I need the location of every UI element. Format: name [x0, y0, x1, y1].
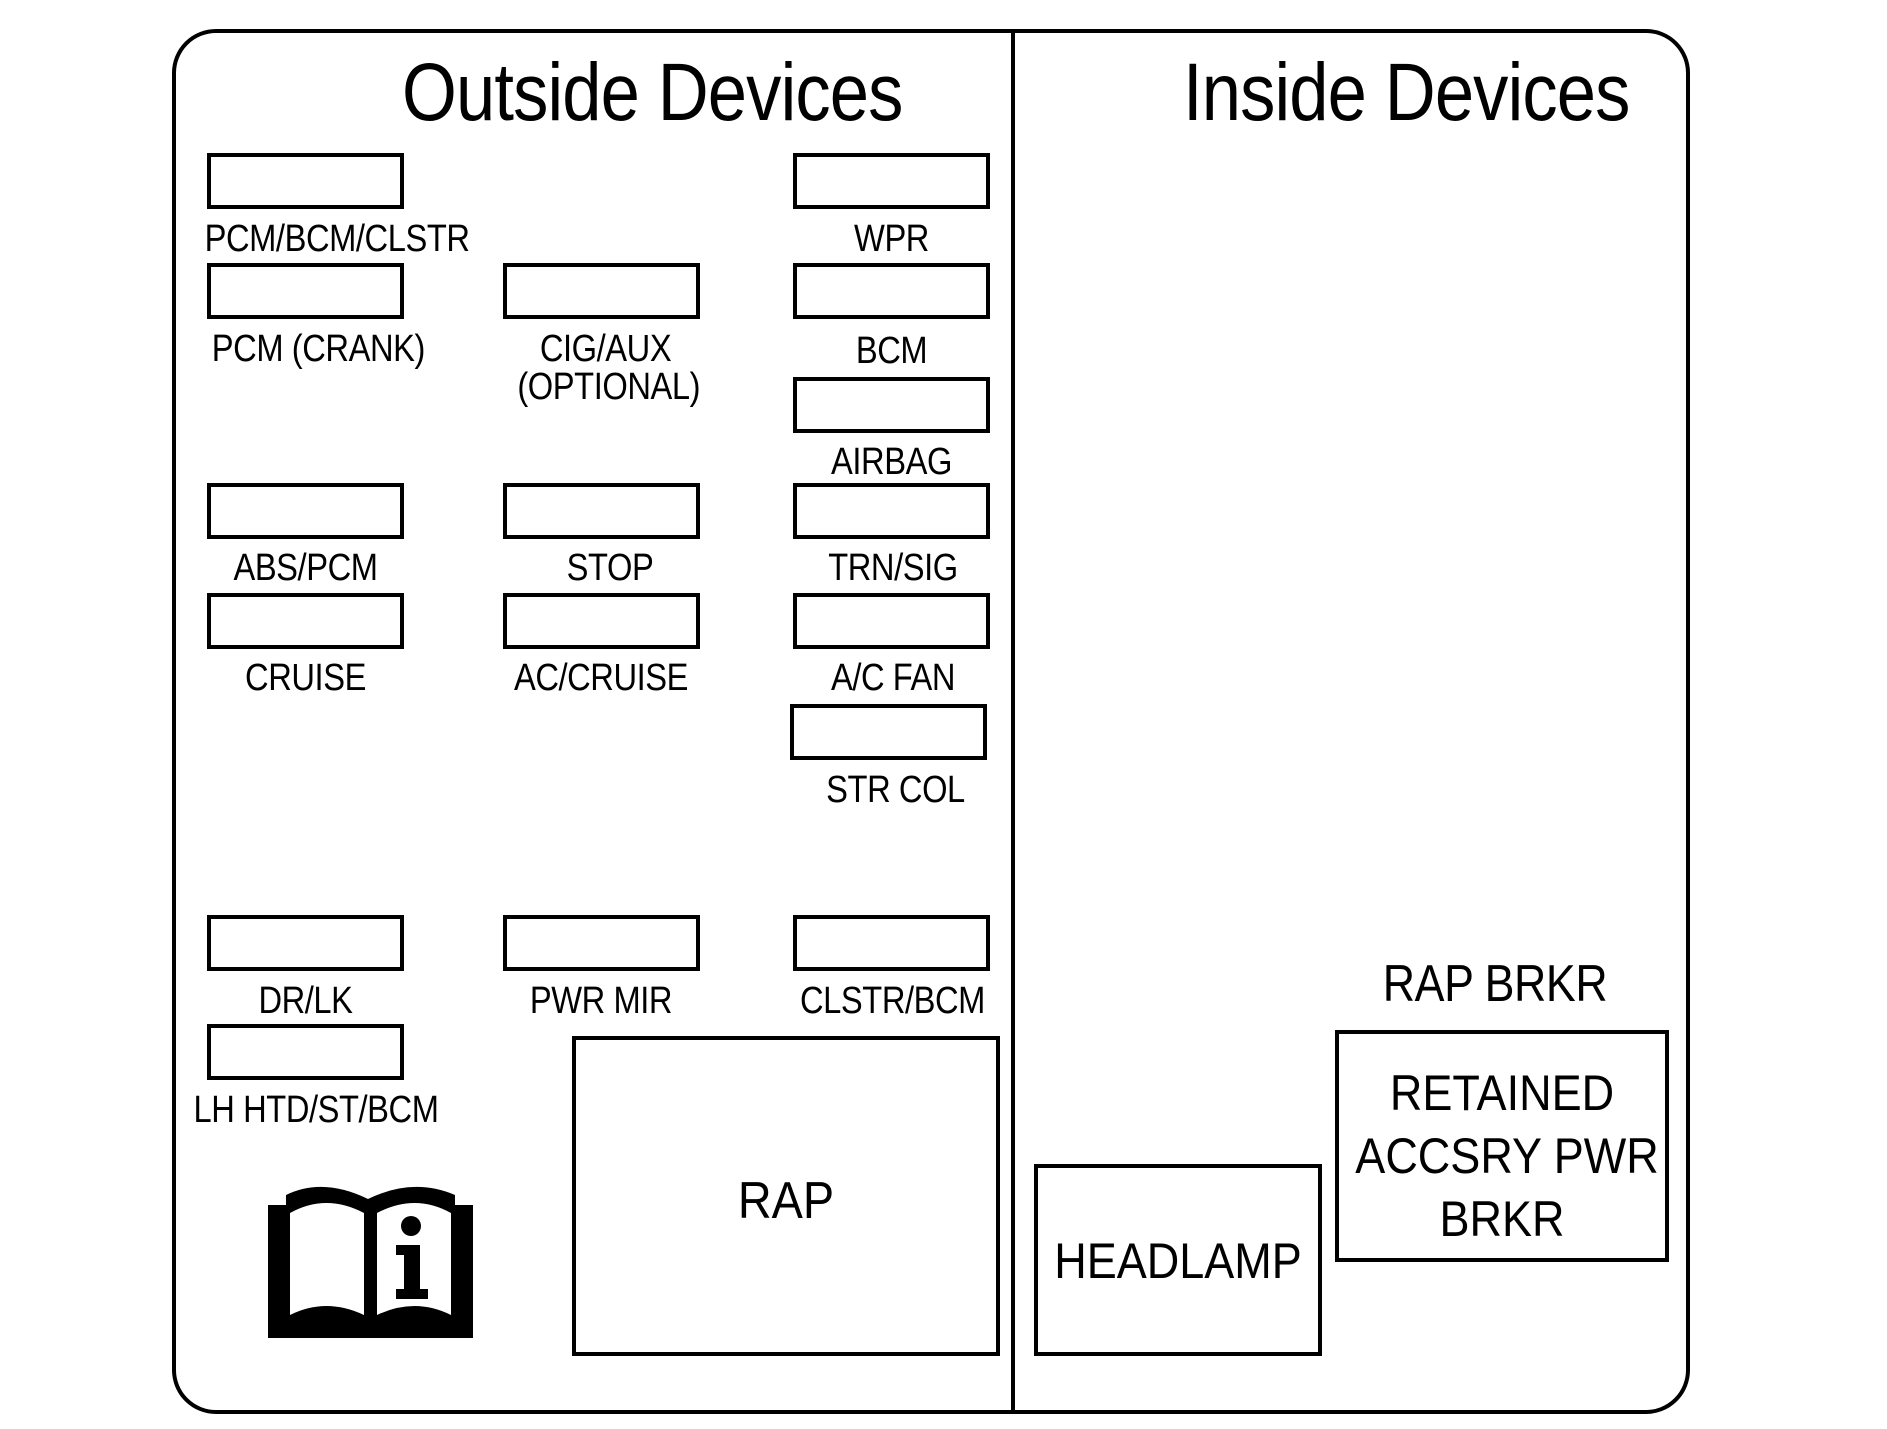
rap-relay-box: RAP: [572, 1036, 1000, 1356]
fuse-label-str-col: STR COL: [826, 769, 965, 811]
fuse-panel-outline: [172, 29, 1690, 1414]
fuse-slot-dr-lk: [207, 915, 404, 971]
retained-label-line2: ACCSRY PWR: [1355, 1128, 1659, 1184]
headlamp-label: HEADLAMP: [1054, 1233, 1302, 1289]
headlamp-relay-box: HEADLAMP: [1034, 1164, 1322, 1356]
fuse-slot-trn-sig: [793, 483, 990, 539]
section-divider: [1011, 29, 1015, 1414]
fuse-slot-lh-htd-st-bcm: [207, 1024, 404, 1080]
fuse-slot-ac-cruise: [503, 593, 700, 649]
fuse-slot-pwr-mir: [503, 915, 700, 971]
fuse-label-stop: STOP: [566, 547, 654, 589]
fuse-slot-bcm: [793, 263, 990, 319]
fuse-label-cig-aux-line1: CIG/AUX: [539, 328, 672, 370]
fuse-slot-pcm-crank: [207, 263, 404, 319]
fuse-slot-abs-pcm: [207, 483, 404, 539]
fuse-label-cig-aux-line2: (OPTIONAL): [517, 366, 701, 408]
fuse-slot-clstr-bcm: [793, 915, 990, 971]
fuse-label-ac-fan: A/C FAN: [830, 657, 956, 699]
fuse-slot-airbag: [793, 377, 990, 433]
fuse-slot-str-col: [790, 704, 987, 760]
retained-label-line3: BRKR: [1439, 1191, 1565, 1247]
fuse-label-cruise: CRUISE: [245, 657, 366, 699]
rap-brkr-title: RAP BRKR: [1382, 955, 1608, 1013]
fuse-slot-wpr: [793, 153, 990, 209]
fuse-label-wpr: WPR: [854, 218, 929, 260]
fuse-slot-cruise: [207, 593, 404, 649]
fuse-slot-cig-aux: [503, 263, 700, 319]
fuse-slot-stop: [503, 483, 700, 539]
fuse-label-lh-htd-st-bcm: LH HTD/ST/BCM: [193, 1089, 439, 1131]
book-info-icon: [268, 1186, 473, 1338]
fuse-label-trn-sig: TRN/SIG: [828, 547, 958, 589]
fuse-label-pcm-bcm-clstr: PCM/BCM/CLSTR: [204, 218, 470, 260]
retained-accessory-power-breaker-box: RETAINED ACCSRY PWR BRKR: [1335, 1030, 1669, 1262]
fuse-label-ac-cruise: AC/CRUISE: [513, 657, 689, 699]
fuse-label-pcm-crank: PCM (CRANK): [211, 328, 426, 370]
fuse-label-dr-lk: DR/LK: [258, 980, 353, 1022]
retained-label-line1: RETAINED: [1389, 1065, 1615, 1121]
fuse-label-pwr-mir: PWR MIR: [529, 980, 673, 1022]
outside-devices-title: Outside Devices: [402, 47, 903, 138]
fuse-label-clstr-bcm: CLSTR/BCM: [800, 980, 985, 1022]
fuse-label-bcm: BCM: [855, 330, 928, 372]
fuse-label-airbag: AIRBAG: [831, 441, 952, 483]
fuse-slot-ac-fan: [793, 593, 990, 649]
rap-label: RAP: [737, 1172, 835, 1230]
fuse-slot-pcm-bcm-clstr: [207, 153, 404, 209]
fuse-label-abs-pcm: ABS/PCM: [233, 547, 378, 589]
inside-devices-title: Inside Devices: [1183, 47, 1630, 138]
